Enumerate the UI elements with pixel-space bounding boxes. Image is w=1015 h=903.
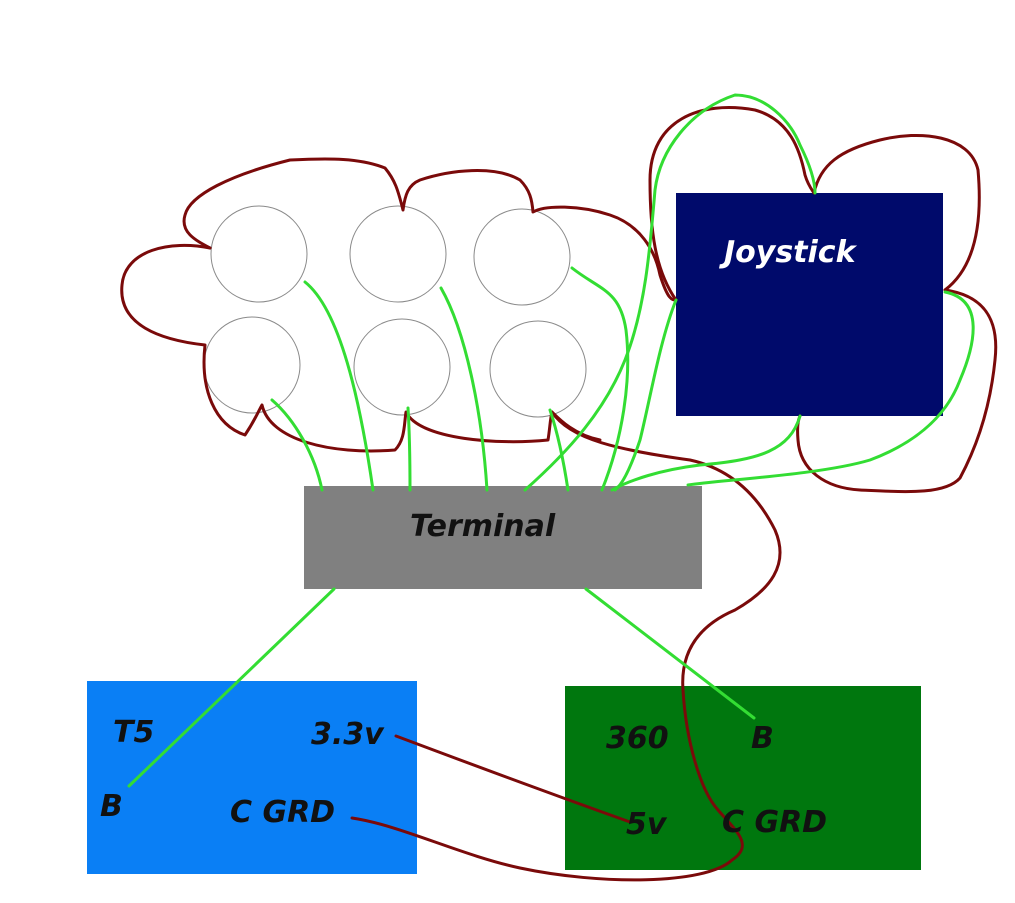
signal-wire xyxy=(303,280,375,492)
joystick-label: Joystick xyxy=(719,235,858,270)
x360-board-box xyxy=(565,686,921,870)
ground-wire-joystick-top xyxy=(648,106,981,302)
x360-pin-b: B xyxy=(751,721,774,756)
ground-wire-joystick-right xyxy=(796,288,998,494)
button-circle xyxy=(349,205,447,303)
signal-wire xyxy=(406,406,412,492)
button-circle xyxy=(210,205,308,303)
button-circle xyxy=(473,208,571,306)
signal-wire xyxy=(270,398,324,492)
signal-wire xyxy=(570,266,630,492)
signal-wire xyxy=(610,414,802,492)
button-circle xyxy=(353,318,451,416)
signal-wire xyxy=(613,298,678,492)
signal-wire-terminal-to-t5-b xyxy=(127,587,336,788)
button-circle xyxy=(203,316,301,414)
t5-title: T5 xyxy=(113,715,154,750)
x360-pin-cgrd: C GRD xyxy=(722,805,827,840)
signal-wire xyxy=(439,286,489,492)
t5-pin-33v: 3.3v xyxy=(311,717,385,752)
t5-pin-cgrd: C GRD xyxy=(230,795,335,830)
ground-wire-top-loop xyxy=(182,157,678,302)
power-wire-33v-to-5v xyxy=(394,734,632,824)
signal-wire xyxy=(523,93,817,492)
x360-pin-5v: 5v xyxy=(626,807,668,842)
ground-wire-to-360 xyxy=(350,410,782,882)
ground-wire-buttons xyxy=(120,243,602,453)
terminal-label: Terminal xyxy=(410,509,556,544)
joystick-box xyxy=(676,193,943,416)
button-circle xyxy=(489,320,587,418)
t5-board-box xyxy=(87,681,417,874)
t5-pin-b: B xyxy=(100,789,123,824)
signal-wire xyxy=(686,290,975,487)
terminal-box xyxy=(304,486,702,589)
signal-wire-terminal-to-360-b xyxy=(584,587,756,720)
x360-title: 360 xyxy=(606,721,669,756)
